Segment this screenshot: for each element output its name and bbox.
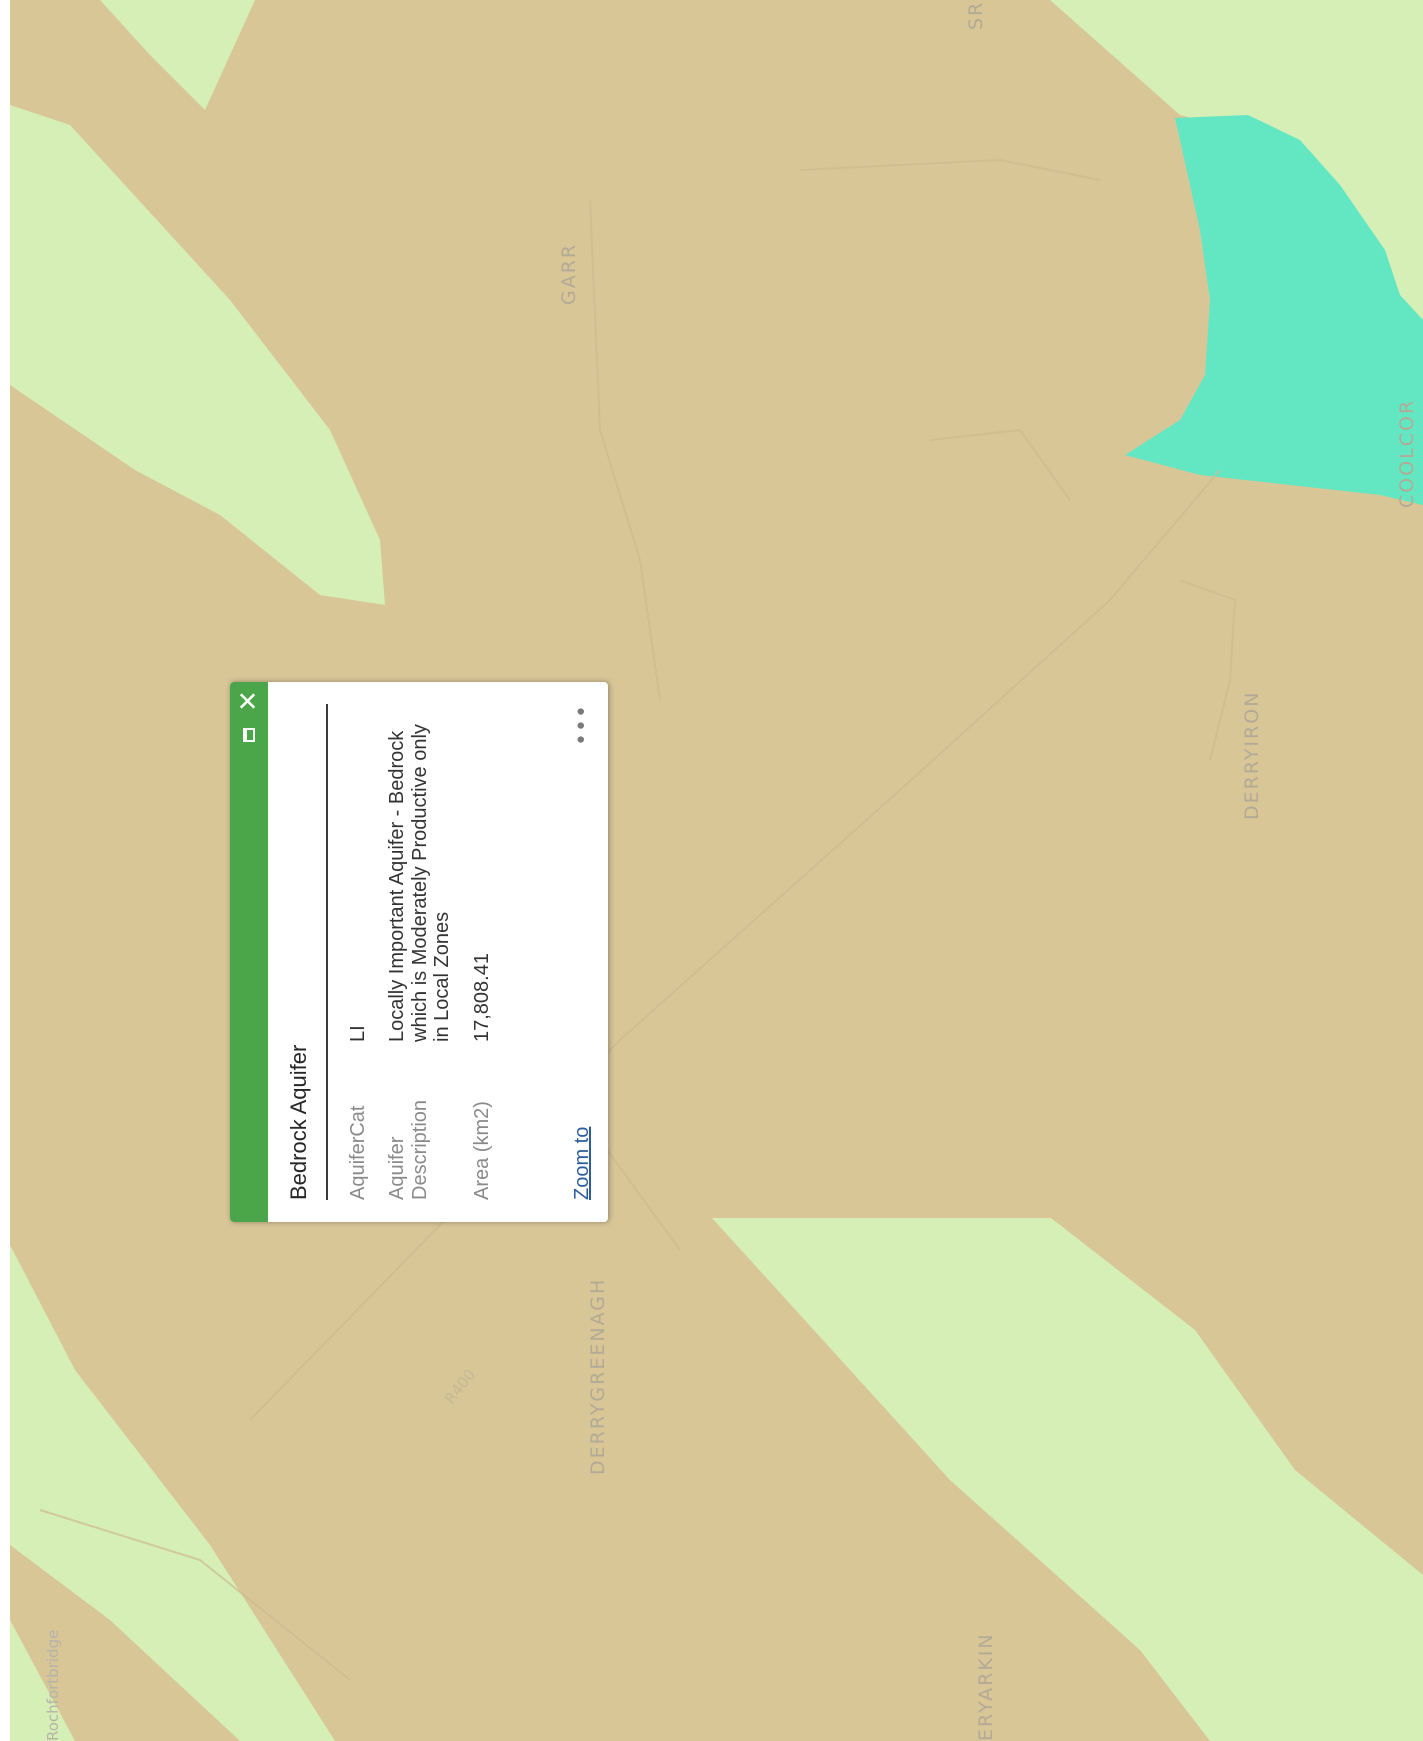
popup-footer: Zoom to ••• xyxy=(565,682,608,1222)
attribute-table: AquiferCat LI Aquifer Description Locall… xyxy=(344,704,507,1200)
place-label-edge: Rochfortbridge xyxy=(44,1630,62,1741)
place-label-derryiron: DERRYIRON xyxy=(1241,691,1263,820)
maximize-button[interactable] xyxy=(236,722,262,748)
green-aquifer-bottom-band[interactable] xyxy=(712,1218,1423,1741)
table-row: Area (km2) 17,808.41 xyxy=(468,704,507,1200)
place-label-garr: GARR xyxy=(558,243,580,305)
attribute-name: Aquifer Description xyxy=(386,1099,431,1200)
green-aquifer-lower-left-band[interactable] xyxy=(10,1245,335,1741)
maximize-icon xyxy=(243,728,255,742)
popup-title: Bedrock Aquifer xyxy=(286,704,328,1200)
table-row: AquiferCat LI xyxy=(344,704,383,1200)
green-aquifer-top-left[interactable] xyxy=(100,0,255,110)
attribute-name: Area (km2) xyxy=(470,1101,493,1200)
popup-header: ✕ xyxy=(230,682,268,1222)
close-icon: ✕ xyxy=(234,690,264,712)
attribute-name: AquiferCat xyxy=(347,1105,369,1201)
green-aquifer-top-right[interactable] xyxy=(1050,0,1423,335)
attribute-value: LI xyxy=(347,1025,369,1042)
attribute-value: Locally Important Aquifer - Bedrock whic… xyxy=(386,724,454,1042)
green-aquifer-upper-left-band[interactable] xyxy=(10,105,385,605)
place-label-eryarkin: ERYARKIN xyxy=(975,1632,997,1741)
feature-popup: ✕ Bedrock Aquifer AquiferCat LI Aquifer … xyxy=(230,682,608,1222)
zoom-to-link[interactable]: Zoom to xyxy=(571,1126,593,1200)
place-label-sr: SR xyxy=(965,1,987,30)
table-row: Aquifer Description Locally Important Aq… xyxy=(383,704,467,1200)
place-label-derrygreenagh: DERRYGREENAGH xyxy=(587,1278,609,1475)
green-aquifer-bottom-left-corner[interactable] xyxy=(10,1620,75,1741)
popup-body: Bedrock Aquifer AquiferCat LI Aquifer De… xyxy=(268,682,565,1222)
teal-aquifer-area[interactable] xyxy=(1125,115,1423,505)
map-edge xyxy=(0,0,10,1741)
close-button[interactable]: ✕ xyxy=(234,688,264,714)
more-actions-icon[interactable]: ••• xyxy=(569,704,595,746)
place-label-coolcor: COOLCOR xyxy=(1396,399,1418,508)
attribute-value: 17,808.41 xyxy=(470,953,493,1042)
